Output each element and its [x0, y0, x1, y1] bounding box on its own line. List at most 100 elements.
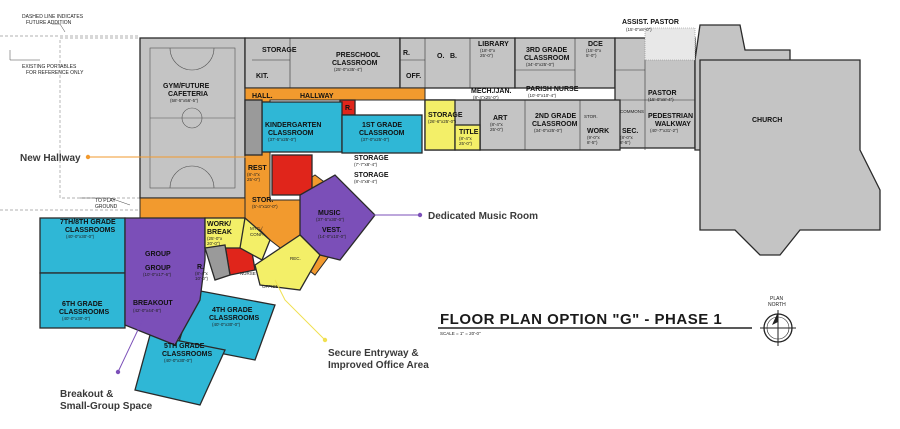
north-arrow: PLAN NORTH: [760, 296, 796, 346]
dim-vest: (14'-0"x10'-0"): [318, 234, 347, 239]
dim-sixth-grade: (40'-0"x30'-0"): [62, 316, 91, 321]
note-portables-2: FOR REFERENCE ONLY: [26, 70, 84, 76]
north-label-1: PLAN: [770, 296, 783, 302]
dim-fourth-grade: (40'-0"x30'-0"): [212, 322, 241, 327]
dim-library-2: 25'-0"): [480, 53, 493, 58]
label-work-break: WORK/: [207, 221, 231, 228]
label-commons: COMMONS: [620, 109, 644, 114]
dim-first-grade: (37'-0"x25'-0"): [361, 137, 390, 142]
dim-title-2: 25'-0"): [459, 141, 472, 146]
label-kindergarten: KINDERGARTEN: [265, 122, 321, 129]
dim-storage-yellow: (26'-6"x25'-0"): [428, 119, 457, 124]
dim-pedestrian: (40'-7"x31'-2"): [650, 128, 679, 133]
dim-kindergarten: (37'-5"x25'-0"): [268, 137, 297, 142]
dim-third-grade: (34'-0"x25'-0"): [526, 62, 555, 67]
label-sixth-grade: 6TH GRADE: [62, 301, 103, 308]
label-seventh-eighth-2: CLASSROOMS: [65, 227, 116, 234]
label-rest: REST: [248, 165, 267, 172]
dim-music: (37'-5"x30'-0"): [316, 217, 345, 222]
label-second-grade-2: CLASSROOM: [532, 121, 578, 128]
dim-breakout: (42'-0"x44'-8"): [133, 308, 162, 313]
label-off: OFF.: [406, 73, 421, 80]
label-stor: STOR.: [584, 114, 598, 119]
callout-breakout: Breakout & Small-Group Space: [60, 314, 153, 412]
label-sec: SEC.: [622, 128, 638, 135]
dim-sec-1: (8'-0"x: [620, 135, 633, 140]
room-labels: GYM/FUTURE CAFETERIA (58'-5"x56'-5") STO…: [59, 19, 782, 363]
note-to-play-2: GROUND: [95, 204, 118, 210]
label-work-break-2: BREAK: [207, 229, 232, 236]
label-gym: GYM/FUTURE: [163, 83, 210, 90]
label-preschool-2: CLASSROOM: [332, 60, 378, 67]
yellow-rooms: [204, 99, 481, 291]
label-storage-yellow: STORAGE: [428, 112, 463, 119]
dim-library-1: (18'-0"x: [480, 48, 496, 53]
label-stor-mid: STOR.: [252, 197, 273, 204]
future-addition-outline: [0, 35, 141, 211]
dim-title-1: (8'-4"x: [459, 136, 472, 141]
dim-stor-mid: (5'-4"x10'-0"): [252, 204, 278, 209]
label-preschool: PRESCHOOL: [336, 52, 381, 59]
callout-secure-2: Improved Office Area: [328, 360, 429, 371]
label-church: CHURCH: [752, 117, 782, 124]
dim-second-grade: (34'-0"x25'-0"): [534, 128, 563, 133]
callout-secure-entry: Secure Entryway & Improved Office Area: [274, 279, 429, 371]
callout-new-hallway: New Hallway: [20, 153, 258, 164]
gray-rooms: [204, 99, 263, 281]
label-r-mid: R.: [345, 105, 352, 112]
label-gym-2: CAFETERIA: [168, 91, 208, 98]
label-mech: MECH./JAN.: [471, 88, 512, 95]
dim-work-1: (9'-0"x: [587, 135, 600, 140]
label-second-grade: 2ND GRADE: [535, 113, 577, 120]
label-dce: DCE: [588, 41, 603, 48]
dim-rest-1: (8'-4"x: [247, 172, 260, 177]
label-o: O.: [437, 53, 444, 60]
label-fifth-grade: 5TH GRADE: [164, 343, 205, 350]
note-dashed-1: DASHED LINE INDICATES: [22, 14, 84, 20]
label-storage-1: STORAGE: [354, 155, 389, 162]
dim-dce-2: 5'-0"): [586, 53, 597, 58]
label-storage-2: STORAGE: [354, 172, 389, 179]
label-breakout: BREAKOUT: [133, 300, 173, 307]
dim-storage-1: (7'-7"x8'-4"): [354, 162, 378, 167]
label-fourth-grade-2: CLASSROOMS: [209, 315, 260, 322]
callout-new-hallway-text: New Hallway: [20, 153, 81, 164]
dim-preschool: (25'-0"x35'-4"): [334, 67, 363, 72]
label-pastor: PASTOR: [648, 90, 677, 97]
label-assistant-pastor: ASSIST. PASTOR: [622, 19, 679, 26]
label-vest: VEST.: [322, 227, 342, 234]
dim-dce-1: (15'-0"x: [586, 48, 602, 53]
existing-building: [139, 24, 881, 256]
label-title-room: TITLE: [459, 129, 479, 136]
note-portables-1: EXISTING PORTABLES: [22, 64, 77, 70]
note-to-play-1: TO PLAY: [95, 198, 116, 204]
dim-seventh-eighth: (40'-0"x30'-0"): [66, 234, 95, 239]
dim-gym: (58'-5"x56'-5"): [170, 98, 199, 103]
cyan-classrooms: [39, 101, 423, 406]
dim-r-low-1: (8'-4"x: [195, 271, 208, 276]
label-r-top: R.: [403, 50, 410, 57]
callout-secure-1: Secure Entryway &: [328, 348, 419, 359]
callout-breakout-2: Small-Group Space: [60, 401, 153, 412]
dim-pastor: (15'-0"x8'-4"): [648, 97, 674, 102]
label-mtg-2: CONF.: [250, 232, 264, 237]
dim-work-2: 8'-5"): [587, 140, 598, 145]
dim-r-low-2: 10'-0"): [195, 276, 208, 281]
label-sixth-grade-2: CLASSROOMS: [59, 309, 110, 316]
label-pedestrian: PEDESTRIAN: [648, 113, 693, 120]
dim-art-1: (8'-4"x: [490, 122, 503, 127]
dim-mech: (8'-4"x25'-0"): [473, 95, 499, 100]
label-hallway: HALLWAY: [300, 93, 334, 100]
label-pedestrian-2: WALKWAY: [655, 121, 691, 128]
label-kindergarten-2: CLASSROOM: [268, 130, 314, 137]
plan-title: FLOOR PLAN OPTION "G" - PHASE 1: [440, 311, 722, 328]
label-storage-top: STORAGE: [262, 47, 297, 54]
label-parish-nurse: PARISH NURSE: [526, 86, 579, 93]
title-block: FLOOR PLAN OPTION "G" - PHASE 1 SCALE = …: [438, 311, 752, 336]
note-dashed-2: FUTURE ADDITION: [26, 20, 72, 26]
dim-storage-2: (8'-4"x8'-4"): [354, 179, 378, 184]
label-office: OFFICE: [262, 284, 279, 289]
dim-assistant-pastor: (15'-0"x8'-0"): [626, 27, 652, 32]
dim-rest-2: 25'-0"): [247, 177, 260, 182]
